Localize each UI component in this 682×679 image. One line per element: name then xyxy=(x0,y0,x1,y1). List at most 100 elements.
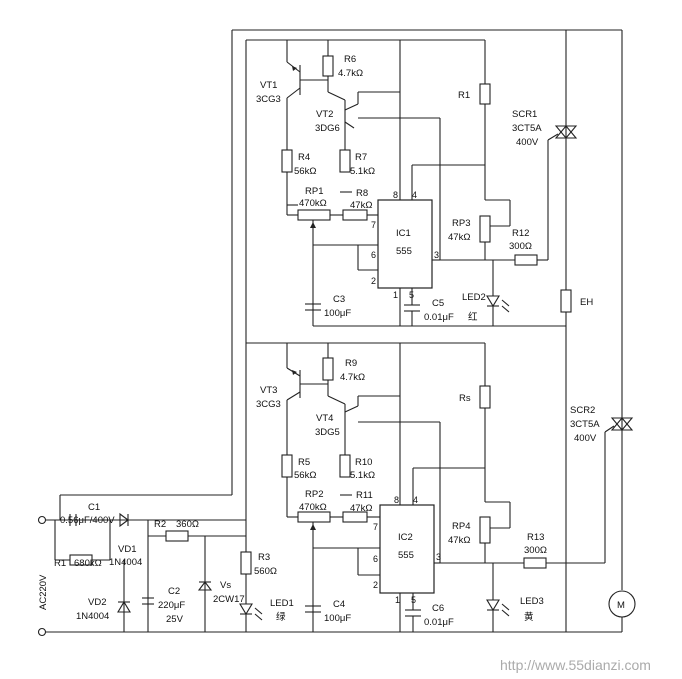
r5-resistor xyxy=(281,454,293,478)
vs-label: Vs xyxy=(220,580,231,591)
r4-resistor xyxy=(281,149,293,173)
r4-label: R4 xyxy=(298,152,310,163)
power-supply: AC220V C1 0.56μF/400V R1 680kΩ VD1 1N400… xyxy=(37,502,294,637)
vt2-label: VT2 xyxy=(316,109,333,120)
r2-resistor xyxy=(165,530,189,542)
r5-label: R5 xyxy=(298,457,310,468)
led1-diode xyxy=(239,603,253,616)
watermark-text: http://www.55dianzi.com xyxy=(500,657,651,673)
r9-resistor xyxy=(322,357,334,381)
ic2-pin4: 4 xyxy=(413,495,418,505)
r8-resistor xyxy=(342,209,368,221)
ac-terminal-bottom xyxy=(37,627,47,637)
r12-resistor xyxy=(514,254,538,266)
r3-label: R3 xyxy=(258,552,270,563)
stage2: VT3 3CG3 R9 4.7kΩ VT4 3DG5 R5 56kΩ R10 5… xyxy=(256,343,636,632)
ic1-pin2: 2 xyxy=(371,276,376,286)
rs-resistor xyxy=(479,385,491,409)
r9-value: 4.7kΩ xyxy=(340,372,365,383)
r13-value: 300Ω xyxy=(524,545,547,556)
r1-top-label: R1 xyxy=(458,90,470,101)
ic1-pin1: 1 xyxy=(393,290,398,300)
r2-value: 360Ω xyxy=(176,519,199,530)
eh-heater xyxy=(560,289,572,313)
r5-value: 56kΩ xyxy=(294,470,316,481)
led3-diode xyxy=(486,599,500,612)
r3-value: 560Ω xyxy=(254,566,277,577)
led1-label: LED1 xyxy=(270,598,294,609)
ac-terminal-top xyxy=(37,515,47,525)
c3-label: C3 xyxy=(333,294,345,305)
rp3-pot xyxy=(479,215,491,243)
rp2-wiper-icon xyxy=(310,524,316,530)
led3-label: LED3 xyxy=(520,596,544,607)
vt4-label: VT4 xyxy=(316,413,333,424)
r3-resistor xyxy=(240,551,252,575)
r9-label: R9 xyxy=(345,358,357,369)
led3-color: 黄 xyxy=(524,611,534,623)
c2-label: C2 xyxy=(168,586,180,597)
scr2-voltage: 400V xyxy=(574,433,597,444)
scr1-label: SCR1 xyxy=(512,109,537,120)
r8-label: R8 xyxy=(356,188,368,199)
vt3-arrow-icon xyxy=(292,370,297,375)
rs-label: Rs xyxy=(459,393,471,404)
rp3-value: 47kΩ xyxy=(448,232,470,243)
r13-label: R13 xyxy=(527,532,544,543)
eh-label: EH xyxy=(580,297,593,308)
rp4-value: 47kΩ xyxy=(448,535,470,546)
scr2-label: SCR2 xyxy=(570,405,595,416)
motor-label: M xyxy=(617,600,625,611)
ac-label: AC220V xyxy=(38,574,49,610)
c1-label: C1 xyxy=(88,502,100,513)
rp4-label: RP4 xyxy=(452,521,470,532)
vt1-label: VT1 xyxy=(260,80,277,91)
r12-value: 300Ω xyxy=(509,241,532,252)
vt4-type: 3DG5 xyxy=(315,427,340,438)
vs-type: 2CW17 xyxy=(213,594,245,605)
rp1-wiper-icon xyxy=(310,222,316,228)
r1-value: 680kΩ xyxy=(74,558,102,569)
r1-top-resistor xyxy=(479,83,491,105)
r10-value: 5.1kΩ xyxy=(350,470,375,481)
vt1-arrow-icon xyxy=(292,66,297,71)
r7-label: R7 xyxy=(355,152,367,163)
r1-resistor xyxy=(69,554,93,566)
scr1-type: 3CT5A xyxy=(512,123,542,134)
rp2-label: RP2 xyxy=(305,489,323,500)
stage1: VT1 3CG3 R6 4.7kΩ VT2 3DG6 R4 56kΩ R7 5.… xyxy=(256,40,593,326)
c1-value: 0.56μF/400V xyxy=(60,515,115,526)
power-rails xyxy=(45,29,623,633)
r11-label: R11 xyxy=(356,490,373,501)
ic2-chip xyxy=(379,504,435,594)
ic2-pin2: 2 xyxy=(373,580,378,590)
vd2-label: VD2 xyxy=(88,597,106,608)
vt3-label: VT3 xyxy=(260,385,277,396)
ic2-pin3: 3 xyxy=(436,552,441,562)
r12-label: R12 xyxy=(512,228,529,239)
c6-label: C6 xyxy=(432,603,444,614)
ic1-pin4: 4 xyxy=(412,190,417,200)
ic2-type: 555 xyxy=(398,550,414,561)
c6-value: 0.01μF xyxy=(424,617,454,628)
ic1-pin7: 7 xyxy=(371,220,376,230)
c2-value: 220μF xyxy=(158,600,185,611)
vd1-type: 1N4004 xyxy=(109,557,142,568)
scr1-voltage: 400V xyxy=(516,137,539,148)
vd1-diode xyxy=(119,512,129,528)
r8-value: 47kΩ xyxy=(350,200,372,211)
ic2-pin8: 8 xyxy=(394,495,399,505)
rp1-value: 470kΩ xyxy=(299,198,327,209)
r2-label: R2 xyxy=(154,519,166,530)
rp3-label: RP3 xyxy=(452,218,470,229)
c5-value: 0.01μF xyxy=(424,312,454,323)
rp1-pot xyxy=(297,209,331,221)
r13-resistor xyxy=(523,557,547,569)
ic2-label: IC2 xyxy=(398,532,413,543)
r7-value: 5.1kΩ xyxy=(350,166,375,177)
vs-zener xyxy=(197,581,213,591)
r7-resistor xyxy=(339,149,351,173)
vt2-type: 3DG6 xyxy=(315,123,340,134)
led2-diode xyxy=(486,295,500,308)
